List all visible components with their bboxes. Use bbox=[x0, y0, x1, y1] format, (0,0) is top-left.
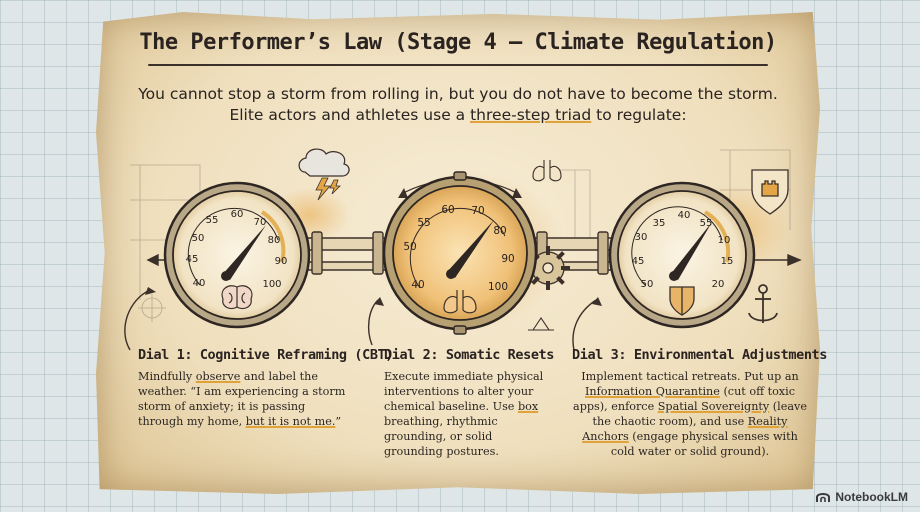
dial-2-tick-90: 90 bbox=[501, 253, 514, 265]
dial-2-tick-55: 55 bbox=[417, 217, 430, 229]
dial-1-tick-40: 40 bbox=[193, 278, 206, 289]
dial-1-tick-100: 100 bbox=[262, 279, 281, 290]
dial-3-caption: Dial 3: Environmental Adjustments Implem… bbox=[572, 347, 828, 459]
dial-2-tick-40: 40 bbox=[411, 279, 424, 291]
notebooklm-watermark: NotebookLM bbox=[816, 490, 908, 504]
lungs-icon bbox=[443, 290, 477, 314]
dial-3-tick-55: 55 bbox=[700, 218, 713, 229]
dial-1-title: Dial 1: Cognitive Reframing (CBT) bbox=[138, 347, 394, 363]
brain-icon bbox=[221, 285, 253, 310]
dial-1-gauge: 40 45 50 55 60 70 80 90 100 bbox=[163, 181, 311, 329]
dial-2-tick-60: 60 bbox=[441, 204, 454, 216]
dial-1-caption: Dial 1: Cognitive Reframing (CBT) Mindfu… bbox=[138, 347, 394, 429]
dial-3-tick-20: 20 bbox=[712, 279, 725, 290]
dial-1-tick-70: 70 bbox=[254, 217, 267, 228]
dial-1-body: Mindfully observe and label the weather.… bbox=[138, 370, 346, 428]
notebooklm-logo-icon bbox=[816, 493, 831, 502]
dial-3-tick-15: 15 bbox=[721, 256, 734, 267]
dial-1-tick-80: 80 bbox=[268, 235, 281, 246]
dial-2-title: Dial 2: Somatic Resets bbox=[384, 347, 555, 363]
dial-1-tick-60: 60 bbox=[231, 209, 244, 220]
storm-cloud-icon bbox=[298, 148, 350, 201]
dial-3-gauge: 30 35 40 45 50 55 10 15 20 bbox=[608, 181, 756, 329]
dial-2-tick-80: 80 bbox=[493, 225, 506, 237]
three-step-triad-highlight: three-step triad bbox=[470, 106, 592, 124]
dial-3-tick-40: 40 bbox=[678, 210, 691, 221]
castle-shield-icon bbox=[751, 169, 789, 215]
lungs-top-icon bbox=[532, 160, 562, 182]
dial-3-tick-45: 45 bbox=[632, 256, 645, 267]
dial-2-tick-70: 70 bbox=[471, 205, 484, 217]
dial-1-tick-55: 55 bbox=[206, 215, 219, 226]
dial-2-tick-50: 50 bbox=[403, 241, 416, 253]
dial-2-tick-100: 100 bbox=[488, 281, 508, 293]
dial-1-tick-50: 50 bbox=[192, 233, 205, 244]
dial-3-tick-30: 30 bbox=[635, 232, 648, 243]
dial-1-tick-90: 90 bbox=[275, 256, 288, 267]
dial-3-title: Dial 3: Environmental Adjustments bbox=[572, 347, 828, 363]
title-underline bbox=[148, 64, 768, 66]
dial-1-tick-45: 45 bbox=[186, 254, 199, 265]
dial-2-gauge: 40 50 55 60 70 80 90 100 bbox=[382, 171, 538, 335]
dial-3-tick-35: 35 bbox=[653, 218, 666, 229]
anchor-icon bbox=[748, 284, 778, 323]
subtitle-line-2: Elite actors and athletes use a three-st… bbox=[229, 106, 687, 124]
shield-icon bbox=[669, 286, 695, 316]
dial-3-tick-10: 10 bbox=[718, 235, 731, 246]
page-title: The Performer’s Law (Stage 4 – Climate R… bbox=[139, 30, 777, 55]
dial-3-body: Implement tactical retreats. Put up an I… bbox=[573, 370, 807, 458]
subtitle-line-1: You cannot stop a storm from rolling in,… bbox=[138, 85, 778, 103]
dial-2-caption: Dial 2: Somatic Resets Execute immediate… bbox=[384, 347, 555, 459]
dial-3-tick-50: 50 bbox=[641, 279, 654, 290]
dial-2-body: Execute immediate physical interventions… bbox=[384, 370, 544, 458]
subtitle: You cannot stop a storm from rolling in,… bbox=[96, 84, 820, 126]
